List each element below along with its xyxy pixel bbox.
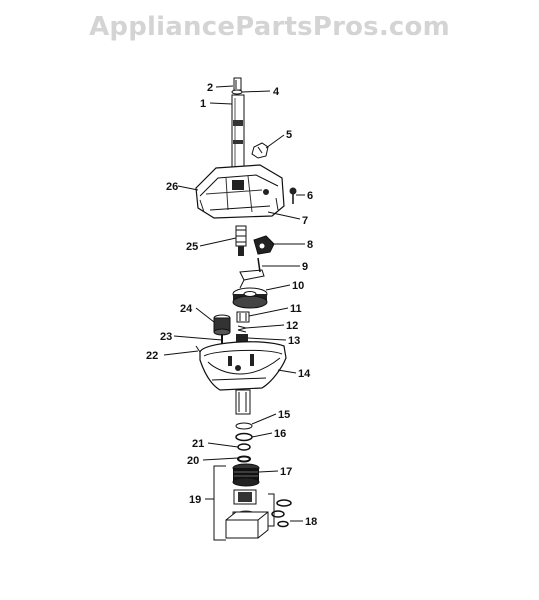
part-12-spring[interactable] bbox=[237, 325, 247, 333]
label-25[interactable]: 25 bbox=[186, 241, 198, 253]
label-13[interactable]: 13 bbox=[288, 335, 300, 347]
label-14[interactable]: 14 bbox=[298, 368, 311, 380]
label-17[interactable]: 17 bbox=[280, 466, 292, 478]
label-6[interactable]: 6 bbox=[307, 190, 313, 202]
part-19-clutch-assembly[interactable] bbox=[225, 489, 269, 539]
part-2-shaft-tip[interactable] bbox=[233, 77, 242, 91]
label-16[interactable]: 16 bbox=[274, 428, 286, 440]
part-number-labels: 2 4 1 5 6 7 26 25 8 9 10 11 12 13 14 24 … bbox=[146, 82, 317, 528]
part-20-retainer[interactable] bbox=[237, 455, 251, 463]
label-19[interactable]: 19 bbox=[189, 494, 201, 506]
part-24-pinion-gear[interactable] bbox=[213, 314, 231, 336]
watermark-text: AppliancePartsPros.com bbox=[89, 12, 450, 42]
label-24[interactable]: 24 bbox=[180, 303, 193, 315]
part-21-seal[interactable] bbox=[237, 443, 251, 451]
label-22[interactable]: 22 bbox=[146, 350, 158, 362]
part-26-gearcase-cover[interactable] bbox=[195, 164, 285, 219]
label-8[interactable]: 8 bbox=[307, 239, 313, 251]
label-9[interactable]: 9 bbox=[302, 261, 308, 273]
part-10-drive-gear[interactable] bbox=[232, 287, 268, 309]
label-4[interactable]: 4 bbox=[273, 86, 280, 98]
label-26[interactable]: 26 bbox=[166, 181, 178, 193]
label-11[interactable]: 11 bbox=[290, 303, 302, 315]
part-17-clutch-spring[interactable] bbox=[232, 463, 260, 487]
leader-lines bbox=[163, 85, 305, 541]
label-21[interactable]: 21 bbox=[192, 438, 204, 450]
label-15[interactable]: 15 bbox=[278, 409, 290, 421]
part-1-agitator-shaft[interactable] bbox=[231, 94, 245, 181]
label-12[interactable]: 12 bbox=[286, 320, 298, 332]
part-8-cam[interactable] bbox=[253, 235, 275, 255]
part-4-retaining-ring[interactable] bbox=[231, 89, 243, 95]
part-25-pinion-shaft[interactable] bbox=[235, 225, 247, 256]
part-18-clip-set[interactable] bbox=[271, 499, 292, 528]
part-22-housing-rim[interactable] bbox=[195, 345, 201, 353]
part-13-bearing[interactable] bbox=[236, 334, 248, 342]
part-14-gearcase-housing[interactable] bbox=[199, 341, 287, 415]
label-23[interactable]: 23 bbox=[160, 331, 172, 343]
part-16-washer[interactable] bbox=[235, 432, 253, 442]
label-10[interactable]: 10 bbox=[292, 280, 304, 292]
label-18[interactable]: 18 bbox=[305, 516, 317, 528]
part-6-screw[interactable] bbox=[289, 187, 297, 205]
label-20[interactable]: 20 bbox=[187, 455, 199, 467]
label-5[interactable]: 5 bbox=[286, 129, 292, 141]
part-9-shift-fork[interactable] bbox=[239, 257, 265, 289]
label-2[interactable]: 2 bbox=[207, 82, 213, 94]
part-11-gear-collar[interactable] bbox=[236, 311, 250, 323]
label-7[interactable]: 7 bbox=[302, 215, 308, 227]
part-5-nut[interactable] bbox=[251, 142, 269, 159]
part-15-washer[interactable] bbox=[235, 422, 253, 430]
label-1[interactable]: 1 bbox=[200, 98, 206, 110]
